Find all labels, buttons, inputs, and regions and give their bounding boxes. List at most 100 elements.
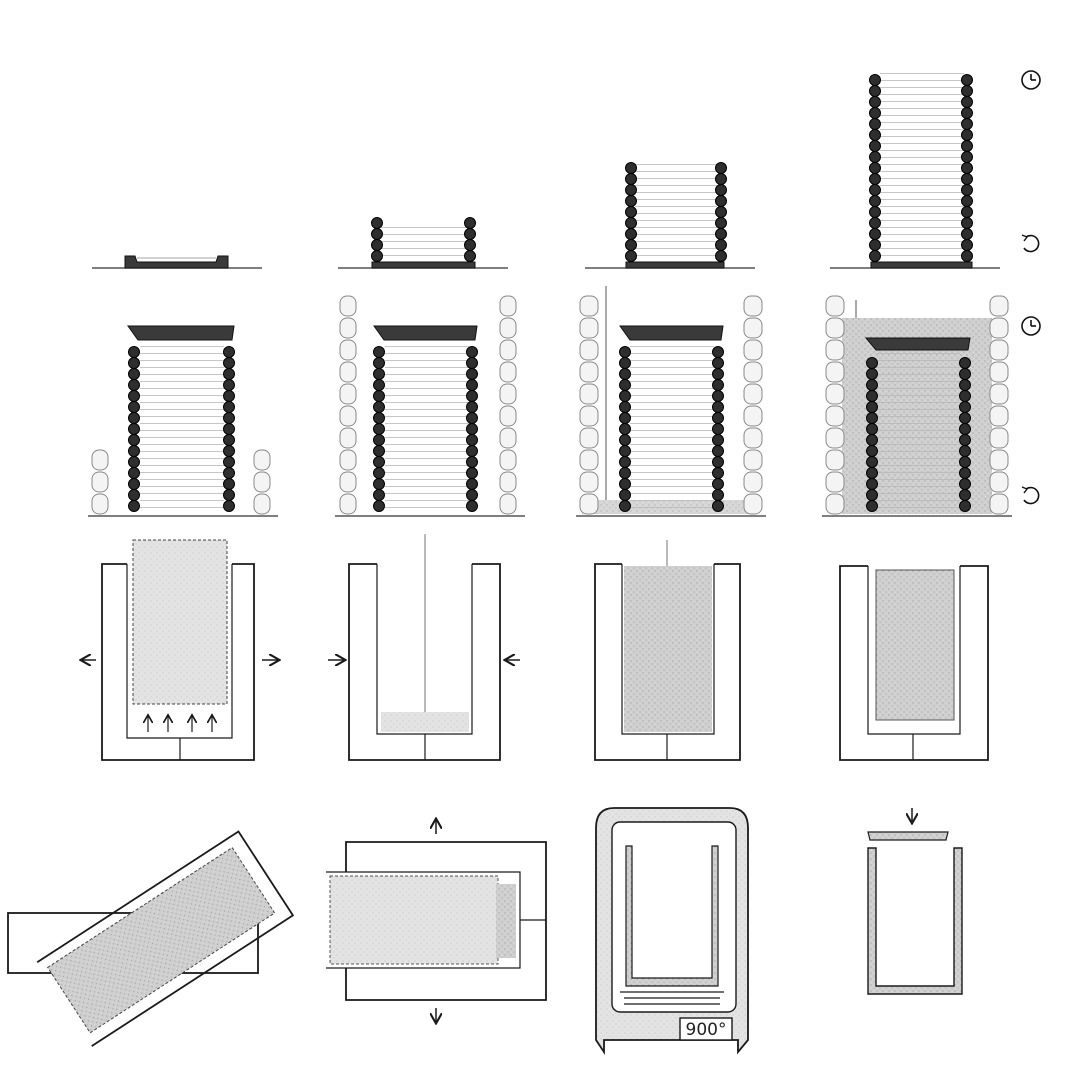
support-stack-left [579, 295, 599, 515]
coil-segment [712, 357, 724, 369]
mold-outline [101, 563, 255, 761]
coil-segment [869, 228, 881, 240]
vessel-top [373, 325, 478, 341]
coil-segment [961, 85, 973, 97]
row-mold-casting [82, 534, 989, 761]
support-block [339, 295, 357, 317]
coil-segment [866, 478, 878, 490]
coil-segment [466, 500, 478, 512]
support-block [825, 471, 845, 493]
coil-segment [625, 217, 637, 229]
support-block [743, 361, 763, 383]
coil-stage-3 [585, 162, 755, 269]
row-coil-building [92, 70, 1041, 269]
support-block [339, 449, 357, 471]
coil-segment [128, 423, 140, 435]
coil-wall-left [625, 162, 637, 262]
coil-segment [866, 390, 878, 402]
support-block [91, 449, 109, 471]
support-block [339, 471, 357, 493]
coil-segment [959, 500, 971, 512]
coil-segment [712, 401, 724, 413]
coil-segment [869, 129, 881, 141]
support-block [579, 383, 599, 405]
support-stack-left [825, 295, 845, 515]
coil-segment [961, 118, 973, 130]
support-stack-right [253, 449, 271, 515]
support-block [743, 471, 763, 493]
coil-segment [866, 434, 878, 446]
coil-segment [466, 412, 478, 424]
coil-segment [223, 368, 235, 380]
coil-segment [866, 456, 878, 468]
cast-body [329, 875, 499, 965]
support-block [499, 449, 517, 471]
coil-stage-2 [338, 217, 508, 269]
coil-segment [866, 412, 878, 424]
coil-segment [466, 357, 478, 369]
coil-segment [961, 239, 973, 251]
coil-segment [466, 401, 478, 413]
support-block [743, 427, 763, 449]
mold-outline [345, 841, 547, 1001]
support-block [743, 493, 763, 515]
coil-segment [712, 390, 724, 402]
mold-inner [376, 564, 473, 735]
kiln-display [679, 1017, 733, 1041]
coil-segment [866, 368, 878, 380]
coil-segment [869, 96, 881, 108]
coil-stage-4 [830, 72, 1000, 269]
coil-segment [128, 390, 140, 402]
support-block [253, 449, 271, 471]
coil-segment [712, 412, 724, 424]
rotate-icon [1021, 486, 1040, 505]
coil-segment [128, 467, 140, 479]
coil-segment [373, 357, 385, 369]
coil-segment [625, 239, 637, 251]
coil-segment [866, 423, 878, 435]
coil-segment [619, 368, 631, 380]
coil-segment [715, 217, 727, 229]
clay-base [625, 261, 725, 269]
coil-segment [619, 456, 631, 468]
coil-segment [712, 456, 724, 468]
support-block [499, 405, 517, 427]
coil-segment [223, 357, 235, 369]
coil-segment [959, 434, 971, 446]
coil-segment [128, 434, 140, 446]
coil-segment [869, 206, 881, 218]
coil-segment [959, 467, 971, 479]
support-block [253, 471, 271, 493]
coil-segment [466, 456, 478, 468]
support-block [743, 449, 763, 471]
support-block [825, 317, 845, 339]
pack-stage-4 [822, 295, 1012, 517]
coil-segment [961, 140, 973, 152]
coil-segment [961, 184, 973, 196]
coil-wall-left [373, 346, 385, 512]
vessel-top [864, 337, 971, 351]
coil-segment [223, 500, 235, 512]
mold-stage-1 [82, 539, 278, 761]
coil-segment [128, 456, 140, 468]
coil-segment [712, 500, 724, 512]
coil-wall-right [959, 357, 971, 512]
support-block [579, 449, 599, 471]
coil-segment [223, 401, 235, 413]
mold-stage-2 [328, 534, 520, 761]
coil-segment [625, 173, 637, 185]
coil-segment [373, 434, 385, 446]
coil-segment [373, 379, 385, 391]
coil-wall-left [869, 74, 881, 262]
support-block [339, 339, 357, 361]
support-block [579, 493, 599, 515]
vessel-top [619, 325, 724, 341]
vessel-body [867, 847, 963, 995]
coil-segment [466, 379, 478, 391]
support-block [989, 493, 1009, 515]
push-arrows [148, 716, 212, 732]
coil-segment [866, 445, 878, 457]
support-block [989, 427, 1009, 449]
coil-segment [373, 390, 385, 402]
coil-segment [625, 206, 637, 218]
